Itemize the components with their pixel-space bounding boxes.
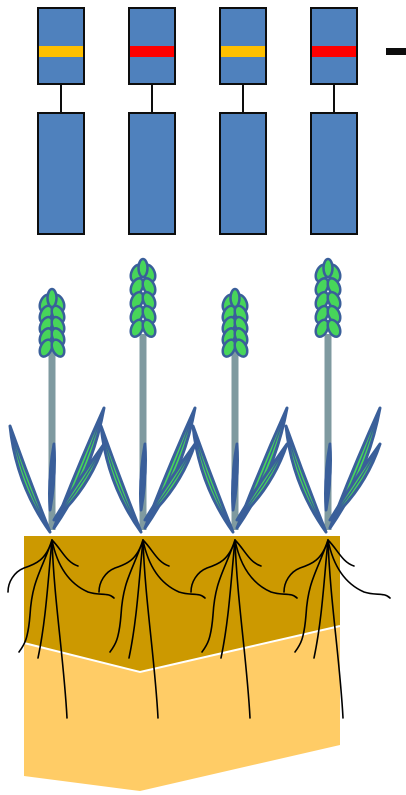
soil-layer [24, 536, 340, 791]
wheat-plant-icon [193, 289, 287, 532]
leaf-blade [145, 444, 195, 520]
chromosome-lower-arm [220, 113, 266, 234]
leaf-blade [193, 426, 233, 532]
leaf-blade [286, 426, 326, 532]
chromosome-band-yellow [221, 46, 265, 57]
plants-layer [10, 259, 380, 532]
leaf-blade [10, 426, 50, 532]
chromosome-band-red [130, 46, 174, 57]
chromosome-band-red [312, 46, 356, 57]
spikelet-top [324, 259, 333, 277]
spikelet-top [48, 289, 57, 307]
chromosomes-layer [38, 8, 357, 234]
leaf-blade [101, 426, 141, 532]
chromosome-icon [129, 8, 175, 234]
chromosome-icon [311, 8, 357, 234]
minus-sign-icon [386, 48, 406, 55]
chromosome-icon [220, 8, 266, 234]
chromosome-band-yellow [39, 46, 83, 57]
leaf-blade [330, 444, 380, 520]
leaf-blade [237, 444, 287, 520]
chromosome-lower-arm [38, 113, 84, 234]
chromosome-lower-arm [311, 113, 357, 234]
spikelet-top [231, 289, 240, 307]
wheat-plant-icon [10, 289, 104, 532]
chromosome-lower-arm [129, 113, 175, 234]
wheat-plant-icon [101, 259, 195, 532]
spikelet-top [139, 259, 148, 277]
chromosome-icon [38, 8, 84, 234]
leaf-blade [54, 444, 104, 520]
wheat-plant-icon [286, 259, 380, 532]
